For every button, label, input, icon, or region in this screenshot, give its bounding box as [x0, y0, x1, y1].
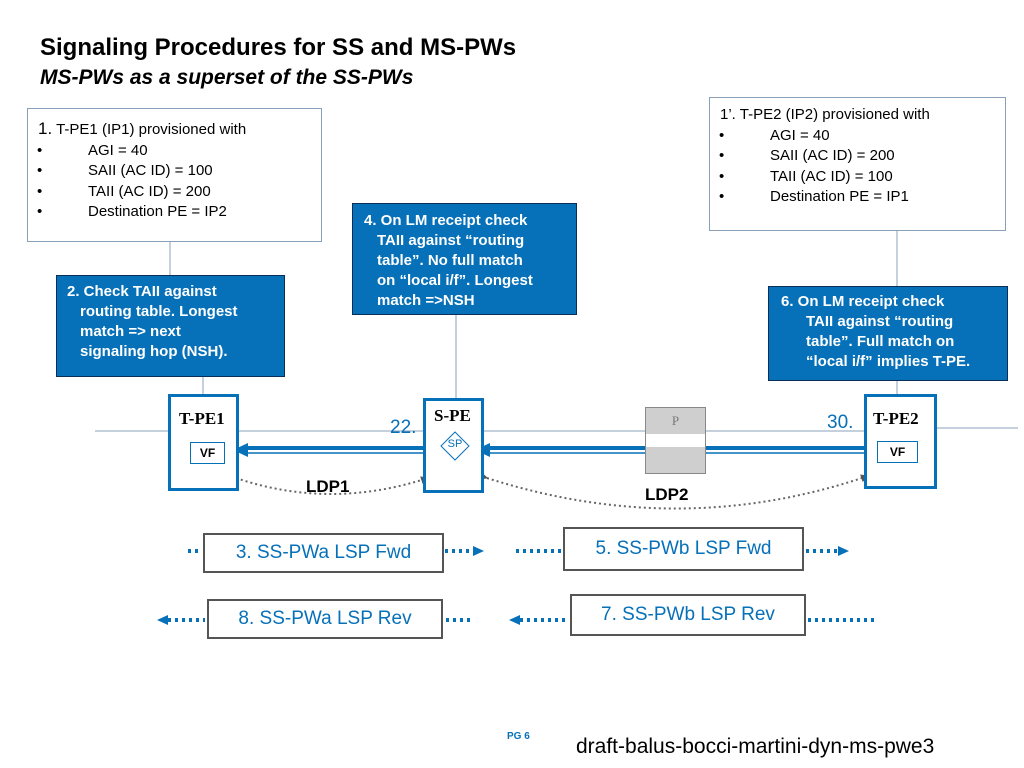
- ldp2-arc: [479, 472, 869, 510]
- lsp-arrow-7: [509, 615, 874, 625]
- tpe2-node: T-PE2 VF: [864, 394, 937, 489]
- callout-line: match =>NSH: [377, 292, 475, 309]
- callout-line: match => next: [80, 323, 181, 340]
- ldp1-arc: [228, 471, 429, 495]
- tpe1-provisioning-list: AGI = 40 SAII (AC ID) = 100 TAII (AC ID)…: [37, 141, 321, 223]
- page-title: Signaling Procedures for SS and MS-PWs: [40, 34, 517, 61]
- draft-name: draft-balus-bocci-martini-dyn-ms-pwe3: [576, 735, 935, 758]
- step-2-callout: 2. Check TAII against routing table. Lon…: [56, 275, 285, 377]
- p-node-top-band: [646, 408, 705, 434]
- lsp-arrow-5: [516, 546, 849, 556]
- spe-node: S-PE SP: [423, 398, 484, 493]
- callout-line: 2. Check TAII against: [67, 283, 217, 300]
- lsp-7-box: 7. SS-PWb LSP Rev: [570, 594, 806, 636]
- tpe1-node: T-PE1 VF: [168, 394, 239, 491]
- list-item: SAII (AC ID) = 200: [719, 146, 1005, 167]
- list-item: AGI = 40: [719, 126, 1005, 147]
- spe-label: S-PE: [434, 406, 471, 425]
- tpe1-label: T-PE1: [179, 409, 225, 428]
- tpe2-provisioning-box: 1’. T-PE2 (IP2) provisioned with AGI = 4…: [709, 97, 1006, 231]
- step-30-label: 30.: [827, 412, 854, 433]
- callout-line: 6. On LM receipt check: [781, 293, 945, 310]
- callout-line: table”. Full match on: [806, 333, 955, 350]
- step-1-number: 1.: [38, 119, 53, 138]
- sp-diamond-icon: [440, 431, 470, 461]
- page-subtitle: MS-PWs as a superset of the SS-PWs: [40, 66, 414, 89]
- ldp2-label: LDP2: [645, 485, 689, 504]
- lsp-8-box: 8. SS-PWa LSP Rev: [207, 599, 443, 639]
- callout-line: table”. No full match: [377, 252, 523, 269]
- list-item: Destination PE = IP2: [37, 202, 321, 223]
- sp-label: SP: [447, 438, 463, 450]
- tpe2-provisioning-list: AGI = 40 SAII (AC ID) = 200 TAII (AC ID)…: [719, 126, 1005, 208]
- list-item: TAII (AC ID) = 200: [37, 182, 321, 203]
- callout-line: “local i/f” implies T-PE.: [806, 353, 971, 370]
- tpe1-provisioning-heading-text: T-PE1 (IP1) provisioned with: [56, 121, 247, 138]
- tpe2-provisioning-heading: 1’. T-PE2 (IP2) provisioned with: [720, 106, 930, 123]
- tpe1-provisioning-heading: 1. T-PE1 (IP1) provisioned with: [38, 119, 321, 141]
- lsp-arrow-8: [157, 615, 472, 625]
- list-item: SAII (AC ID) = 100: [37, 161, 321, 182]
- p-node: P: [645, 407, 706, 474]
- callout-line: on “local i/f”. Longest: [377, 272, 533, 289]
- signal-arrow-spe-to-tpe1: [233, 443, 425, 457]
- step-4-callout: 4. On LM receipt check TAII against “rou…: [352, 203, 577, 315]
- tpe2-label: T-PE2: [873, 409, 919, 428]
- list-item: Destination PE = IP1: [719, 187, 1005, 208]
- lsp-arrow-3: [188, 546, 484, 556]
- callout-line: TAII against “routing: [806, 313, 954, 330]
- step-6-callout: 6. On LM receipt check TAII against “rou…: [768, 286, 1008, 381]
- ldp1-label: LDP1: [306, 477, 350, 496]
- tpe1-vf: VF: [190, 442, 225, 464]
- callout-line: signaling hop (NSH).: [80, 343, 228, 360]
- callout-line: TAII against “routing: [377, 232, 525, 249]
- list-item: TAII (AC ID) = 100: [719, 167, 1005, 188]
- list-item: AGI = 40: [37, 141, 321, 162]
- lsp-5-box: 5. SS-PWb LSP Fwd: [563, 527, 804, 571]
- lsp-3-box: 3. SS-PWa LSP Fwd: [203, 533, 444, 573]
- step-22-label: 22.: [390, 417, 417, 438]
- page-number: PG 6: [507, 731, 530, 742]
- tpe2-vf: VF: [877, 441, 918, 463]
- tpe1-provisioning-box: 1. T-PE1 (IP1) provisioned with AGI = 40…: [27, 108, 322, 242]
- p-node-label: P: [671, 413, 680, 428]
- p-node-bottom-band: [646, 447, 705, 473]
- callout-line: routing table. Longest: [80, 303, 238, 320]
- callout-line: 4. On LM receipt check: [364, 212, 528, 229]
